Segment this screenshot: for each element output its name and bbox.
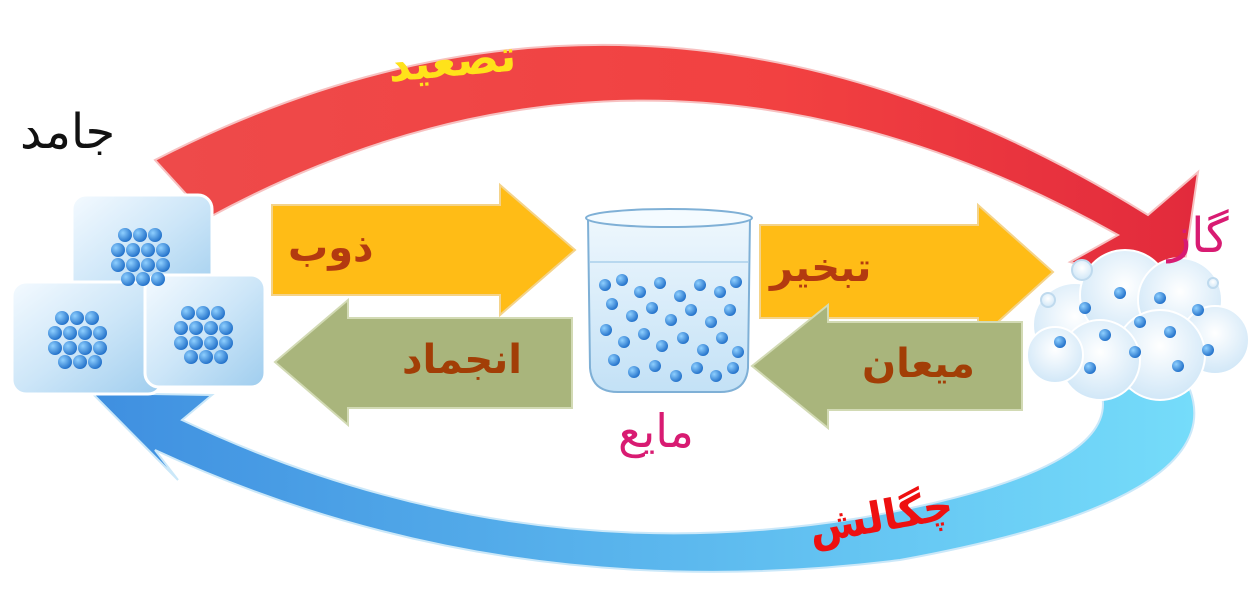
evaporation-label: تبخیر [770,245,872,291]
melting-label: ذوب [288,225,374,271]
sublimation-label: تصعید [385,30,519,93]
ice-cubes [10,193,267,396]
sublimation-arrow [153,43,1200,298]
gas-cloud [1026,249,1250,401]
melting-arrow [271,182,577,318]
freezing-arrow [273,297,573,428]
gas-molecules [1054,287,1214,374]
solid-label: جامد [20,104,116,160]
evaporation-arrow [759,202,1055,343]
liquid-molecules [599,274,744,382]
beaker [585,208,753,393]
gas-label: گاز [1168,208,1229,264]
condensation-arrow [750,302,1023,431]
freezing-label: انجماد [402,337,522,383]
solid-molecules [48,228,233,369]
deposition-arrow [89,386,1196,573]
condensation-label: میعان [862,341,975,387]
liquid-label: مایع [618,404,694,458]
